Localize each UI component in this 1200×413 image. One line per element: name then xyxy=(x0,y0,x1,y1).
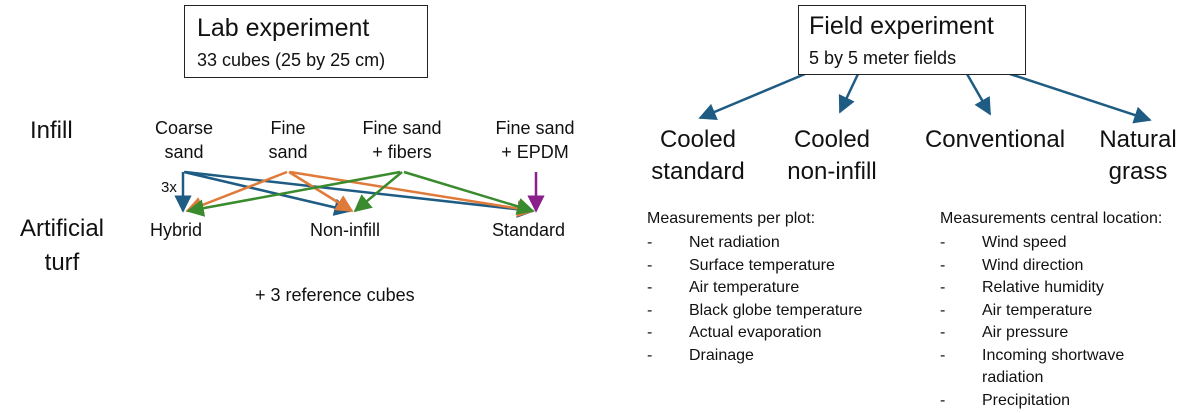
field-experiment-box: Field experiment 5 by 5 meter fields xyxy=(798,5,1026,75)
treatment-conventional: Conventional xyxy=(924,126,1066,153)
turf-non-infill: Non-infill xyxy=(310,220,381,240)
list-item: -Drainage xyxy=(647,346,754,364)
arrow-fibers-to-noninfill xyxy=(353,171,403,213)
repeat-label: 3x xyxy=(161,179,177,196)
arrow-coarse-to-standard xyxy=(184,170,535,218)
list-item: -Wind direction xyxy=(940,256,1084,274)
arrow-field-to-cooled-standard xyxy=(698,72,806,120)
row-label-infill: Infill xyxy=(30,117,73,144)
lab-experiment-box: Lab experiment 33 cubes (25 by 25 cm) xyxy=(184,5,428,78)
list-item: -Net radiation xyxy=(647,234,780,251)
field-experiment-subtitle: 5 by 5 meter fields xyxy=(809,48,957,68)
arrow-field-to-conventional xyxy=(965,73,992,116)
reference-cubes-note: + 3 reference cubes xyxy=(255,285,415,305)
arrow-fine-to-standard xyxy=(289,170,535,218)
arrow-fibers-to-standard xyxy=(403,170,535,215)
central-measurements-title: Measurements central location: xyxy=(940,210,1163,227)
lab-experiment-subtitle: 33 cubes (25 by 25 cm) xyxy=(197,50,386,70)
lab-experiment-title: Lab experiment xyxy=(197,14,370,42)
treatment-natural-grass: Natural grass xyxy=(1099,126,1177,185)
list-item: -Air pressure xyxy=(940,324,1069,341)
turf-standard: Standard xyxy=(492,220,566,240)
list-item: -Precipitation xyxy=(940,391,1071,409)
treatment-cooled-non-infill: Cooled non-infill xyxy=(787,126,877,185)
list-item: -Air temperature xyxy=(940,301,1093,319)
arrow-field-to-natural-grass xyxy=(1009,72,1152,124)
plot-measurements-title: Measurements per plot: xyxy=(647,210,816,227)
central-measurements-list: -Wind speed -Wind direction -Relative hu… xyxy=(940,232,1195,412)
infill-coarse-sand: Coarse sand xyxy=(154,118,214,162)
arrow-fibers-to-hybrid xyxy=(186,170,401,217)
plot-measurements-list: -Net radiation -Surface temperature -Air… xyxy=(647,232,917,367)
field-experiment-title: Field experiment xyxy=(809,12,994,40)
infill-fine-sand-epdm: Fine sand + EPDM xyxy=(495,118,575,162)
treatment-cooled-standard: Cooled standard xyxy=(651,126,745,185)
infill-fine-sand: Fine sand xyxy=(268,118,308,162)
list-item: -Actual evaporation xyxy=(647,324,822,341)
list-item: -Air temperature xyxy=(647,279,800,296)
row-label-artificial-turf: Artificial turf xyxy=(19,215,104,276)
arrow-field-to-cooled-noninfill xyxy=(838,73,860,114)
list-item: -Relative humidity xyxy=(940,279,1104,296)
arrow-coarse-to-noninfill xyxy=(183,170,352,216)
list-item: -Black globe temperature xyxy=(647,301,863,319)
list-item: -Incoming shortwave radiation xyxy=(940,346,1125,387)
turf-hybrid: Hybrid xyxy=(150,220,203,240)
infill-fine-sand-fibers: Fine sand + fibers xyxy=(362,118,442,162)
arrow-fine-to-noninfill xyxy=(288,170,354,213)
list-item: -Surface temperature xyxy=(647,256,835,274)
list-item: -Wind speed xyxy=(940,234,1067,251)
